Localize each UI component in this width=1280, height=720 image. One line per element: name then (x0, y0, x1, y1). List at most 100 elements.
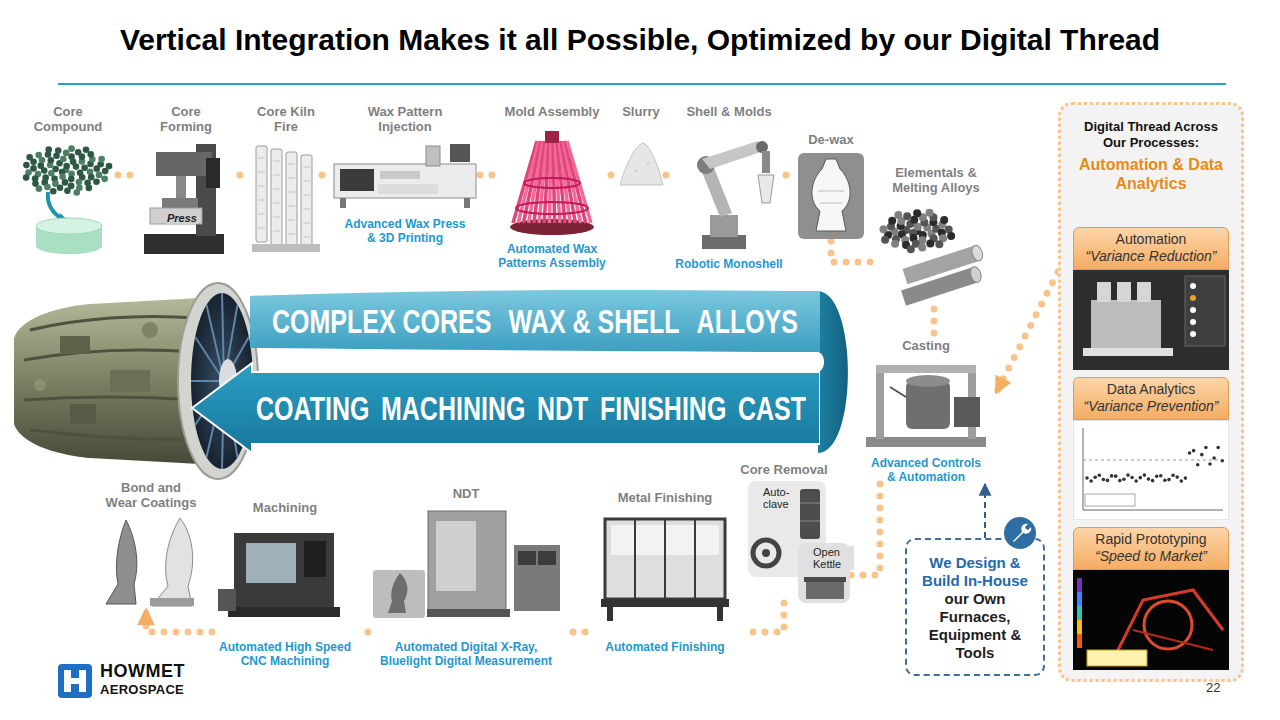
dotted-flow-line (358, 629, 368, 636)
process-step: Metal FinishingAutomated Finishing (585, 490, 745, 654)
picture-shape (918, 243, 926, 251)
step-text: Metal Finishing (585, 490, 745, 505)
process-step: Elementals & Melting Alloys (872, 165, 1000, 309)
picture-shape (301, 155, 312, 251)
picture-shape (218, 589, 236, 611)
picture-shape (288, 220, 295, 221)
picture-shape (30, 317, 196, 331)
band-word: ALLOYS (697, 303, 798, 339)
picture-shape (234, 533, 334, 609)
picture-shape (635, 170, 638, 173)
picture-shape (273, 175, 280, 176)
picture-shape (710, 215, 738, 237)
picture-shape (388, 573, 407, 613)
band-row: COMPLEX CORESWAX & SHELLALLOYS (250, 290, 820, 352)
picture-shape (881, 236, 889, 244)
picture (672, 123, 786, 253)
picture-shape (23, 145, 113, 254)
picture-shape (1175, 475, 1179, 479)
picture-shape (1073, 270, 1229, 370)
picture-shape (340, 169, 374, 191)
dotted-flow-line (850, 484, 880, 575)
picture-shape (748, 481, 850, 603)
step-text: Advanced Controls & Automation (866, 456, 986, 484)
picture-shape (876, 365, 976, 373)
picture-shape (1139, 476, 1143, 480)
picture-shape (68, 145, 75, 152)
step-text: Mold Assembly (493, 104, 611, 119)
picture-shape (940, 216, 948, 224)
process-step: Core Compound (18, 104, 118, 258)
picture-shape (36, 185, 43, 192)
picture-shape (45, 146, 52, 153)
picture-shape (273, 217, 280, 218)
picture-shape (1122, 477, 1126, 481)
picture-shape (81, 164, 88, 171)
picture-shape (64, 187, 71, 194)
picture-shape (271, 149, 282, 245)
process-step: Core Kiln Fire (250, 104, 322, 258)
picture-shape (1083, 348, 1173, 356)
picture-shape (252, 244, 320, 252)
callout-box: We Design & Build In-Houseour Own Furnac… (905, 538, 1045, 676)
dotted-flow-line (480, 172, 493, 179)
step-text: Shell & Molds (672, 104, 786, 119)
picture-shape (1144, 601, 1192, 649)
card-heading: “Speed to Market” (1078, 548, 1224, 565)
picture-shape (818, 191, 844, 192)
picture (493, 123, 611, 238)
band-word: FINISHING (600, 390, 726, 426)
picture-shape (304, 541, 326, 577)
picture-shape (75, 149, 82, 156)
card-header: Automation“Variance Reduction” (1073, 227, 1229, 270)
picture-shape (1091, 300, 1161, 350)
card-heading: “Variance Prevention” (1078, 398, 1224, 415)
picture-shape (516, 202, 588, 214)
picture-shape (218, 533, 340, 617)
picture-shape (334, 164, 476, 198)
band-word: MACHINING (381, 390, 525, 426)
panel-heading: Digital Thread Across Our Processes: (1071, 119, 1231, 151)
process-band: COMPLEX CORESWAX & SHELLALLOYS (250, 290, 820, 352)
picture-shape (273, 203, 280, 204)
picture (330, 138, 480, 213)
step-text: Core Forming (155, 104, 217, 134)
picture-shape (1126, 473, 1130, 477)
picture-shape (1137, 282, 1151, 302)
picture-shape (1190, 307, 1196, 313)
picture-shape (68, 153, 75, 160)
picture-shape (812, 159, 850, 231)
picture-shape (68, 176, 75, 183)
dotted-flow-line (240, 172, 250, 179)
picture-shape (101, 176, 108, 183)
picture-shape (303, 209, 310, 210)
card-heading: Rapid Prototyping (1078, 531, 1224, 548)
picture-shape (252, 146, 320, 252)
picture-shape (1097, 282, 1111, 302)
step-text: Automated Finishing (585, 640, 745, 654)
picture-shape (1190, 331, 1196, 337)
engine-illustration (14, 283, 258, 479)
picture-shape (545, 131, 559, 143)
picture-shape (947, 232, 955, 240)
picture-shape (55, 147, 62, 154)
picture-shape (1077, 606, 1082, 620)
picture-shape (879, 225, 887, 233)
dotted-flow-line (611, 172, 616, 179)
picture-shape (1073, 570, 1229, 670)
picture-shape (258, 186, 265, 187)
picture-shape (1089, 479, 1093, 483)
picture-shape (1134, 479, 1138, 483)
picture-shape (762, 151, 770, 173)
picture-shape (288, 178, 295, 179)
picture-shape (1083, 510, 1223, 511)
dotted-flow-line (745, 603, 784, 632)
picture (616, 123, 666, 193)
picture-shape (59, 173, 66, 180)
picture-shape (93, 178, 100, 185)
picture-shape (1085, 476, 1089, 480)
picture-shape (303, 223, 310, 224)
picture-shape (303, 195, 310, 196)
picture-shape (144, 234, 224, 254)
